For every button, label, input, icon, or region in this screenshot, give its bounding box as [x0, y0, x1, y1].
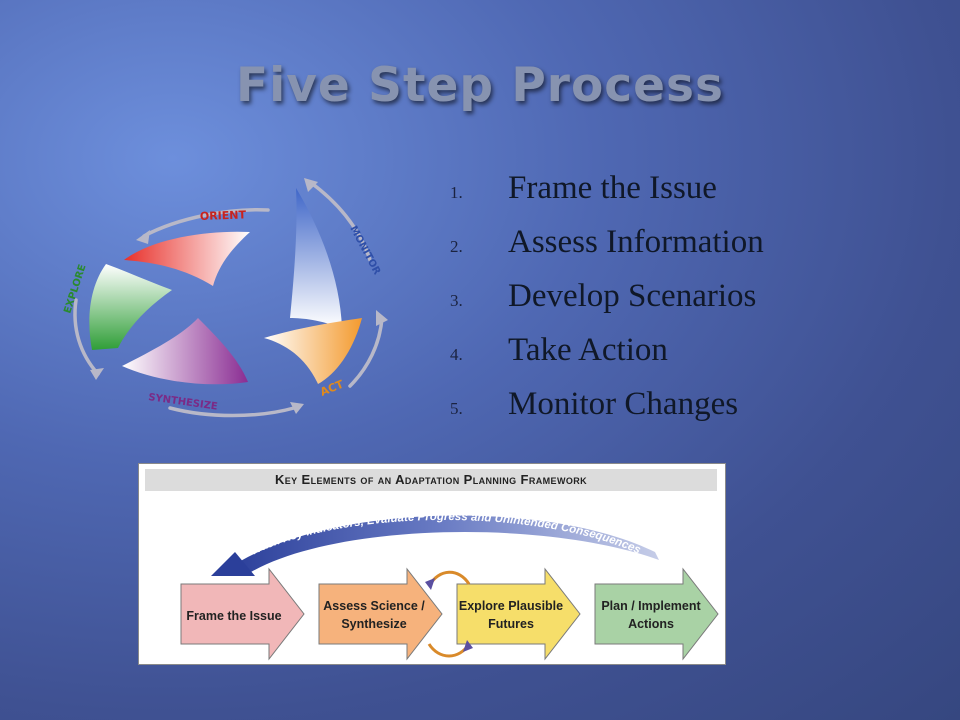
arrow-label: Plan / Implement	[601, 599, 701, 613]
step-number: 5.	[450, 399, 463, 418]
monitor-petal	[290, 188, 342, 328]
framework-panel: Key Elements of an Adaptation Planning F…	[138, 463, 726, 665]
step-number: 3.	[450, 291, 463, 310]
step-item: 4. Take Action	[450, 332, 930, 386]
process-arrow-2: Assess Science / Synthesize	[318, 567, 443, 661]
adaptive-cycle-diagram: ORIENT MONITOR ACT SYNTHESIZE EXPLORE	[62, 178, 388, 418]
step-item: 3. Develop Scenarios	[450, 278, 930, 332]
framework-diagram: Track Key Indicators, Evaluate Progress …	[180, 511, 719, 661]
process-arrow-3: Explore Plausible Futures	[456, 567, 581, 661]
arrow-label: Explore Plausible	[459, 599, 563, 613]
orient-petal	[124, 231, 250, 286]
step-text: Monitor Changes	[508, 386, 739, 422]
arrow-label: Futures	[488, 617, 534, 631]
framework-header: Key Elements of an Adaptation Planning F…	[145, 469, 717, 491]
arrow-label: Actions	[628, 617, 674, 631]
feedback-arrow	[229, 515, 659, 572]
feedback-text: Track Key Indicators, Evaluate Progress …	[248, 511, 642, 558]
step-item: 1. Frame the Issue	[450, 170, 930, 224]
step-number: 1.	[450, 183, 463, 202]
step-number: 2.	[450, 237, 463, 256]
process-arrow-1: Frame the Issue	[180, 567, 305, 661]
step-number: 4.	[450, 345, 463, 364]
loop-arrowhead	[425, 578, 435, 590]
feedback-arrowhead	[211, 552, 255, 576]
step-item: 2. Assess Information	[450, 224, 930, 278]
step-text: Assess Information	[508, 224, 764, 260]
monitor-label: MONITOR	[347, 224, 382, 277]
explore-petal	[89, 264, 172, 350]
arrow-label: Assess Science /	[323, 599, 425, 613]
step-text: Take Action	[508, 332, 668, 368]
arrow-label: Synthesize	[341, 617, 406, 631]
process-arrow-4: Plan / Implement Actions	[594, 567, 719, 661]
synthesize-petal	[122, 318, 248, 385]
slide-title: Five Step Process	[236, 58, 724, 113]
steps-list: 1. Frame the Issue 2. Assess Information…	[450, 170, 930, 440]
step-text: Frame the Issue	[508, 170, 717, 206]
act-petal	[264, 318, 362, 384]
step-item: 5. Monitor Changes	[450, 386, 930, 440]
arrow-label: Frame the Issue	[186, 609, 281, 623]
step-text: Develop Scenarios	[508, 278, 757, 314]
loop-arrowhead	[463, 640, 473, 652]
orient-label: ORIENT	[200, 208, 247, 223]
